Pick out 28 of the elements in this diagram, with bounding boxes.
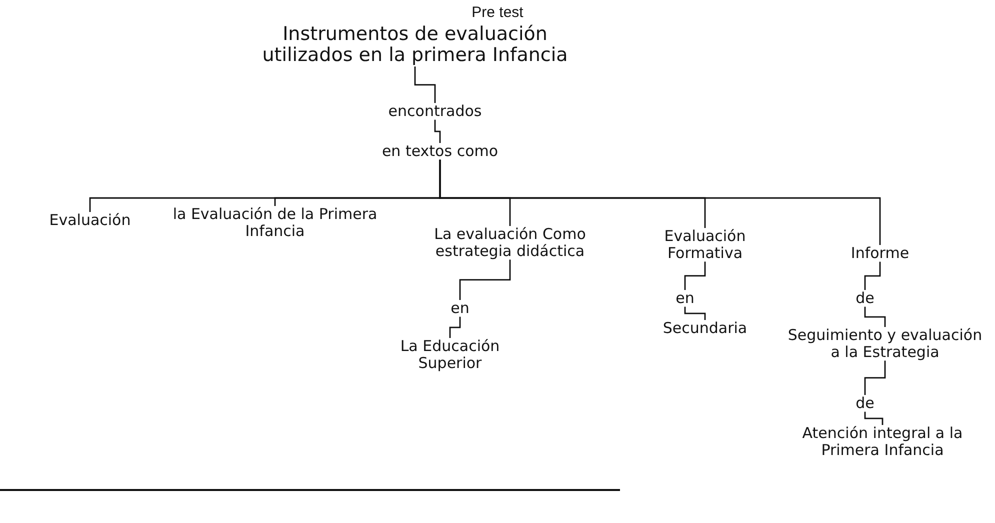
concept-text: de <box>845 395 885 412</box>
connector-line <box>439 160 881 245</box>
connector-line <box>864 412 884 425</box>
concept-text: la Evaluación de la Primera Infancia <box>165 206 385 240</box>
connector-line <box>414 66 436 103</box>
concept-text: en textos como <box>365 143 515 160</box>
concept-text: Evaluación Formativa <box>640 228 770 262</box>
concept-text: Instrumentos de evaluación utilizados en la primera Infancia <box>250 24 580 67</box>
concept-text: La evaluación Como estrategia didáctica <box>410 226 610 260</box>
connector-line <box>684 262 706 290</box>
connector-line <box>864 306 886 327</box>
connector-line <box>449 316 461 338</box>
concept-text: Atención integral a la Primera Infancia <box>780 425 985 459</box>
concept-text: en <box>665 290 705 307</box>
concept-text: Secundaria <box>640 320 770 337</box>
connector-line <box>864 262 881 290</box>
connector-line <box>434 120 441 143</box>
title: Pre test <box>470 4 524 21</box>
connector-line <box>684 306 706 320</box>
connector-line <box>864 360 886 395</box>
concept-text: Evaluación <box>30 212 150 229</box>
concept-text: encontrados <box>380 103 490 120</box>
connector-line <box>459 260 511 300</box>
concept-text: Informe <box>820 245 940 262</box>
concept-text: Seguimiento y evaluación a la Estrategia <box>785 327 985 361</box>
concept-text: de <box>845 290 885 307</box>
concept-text: en <box>440 300 480 317</box>
concept-text: La Educación Superior <box>380 338 520 372</box>
